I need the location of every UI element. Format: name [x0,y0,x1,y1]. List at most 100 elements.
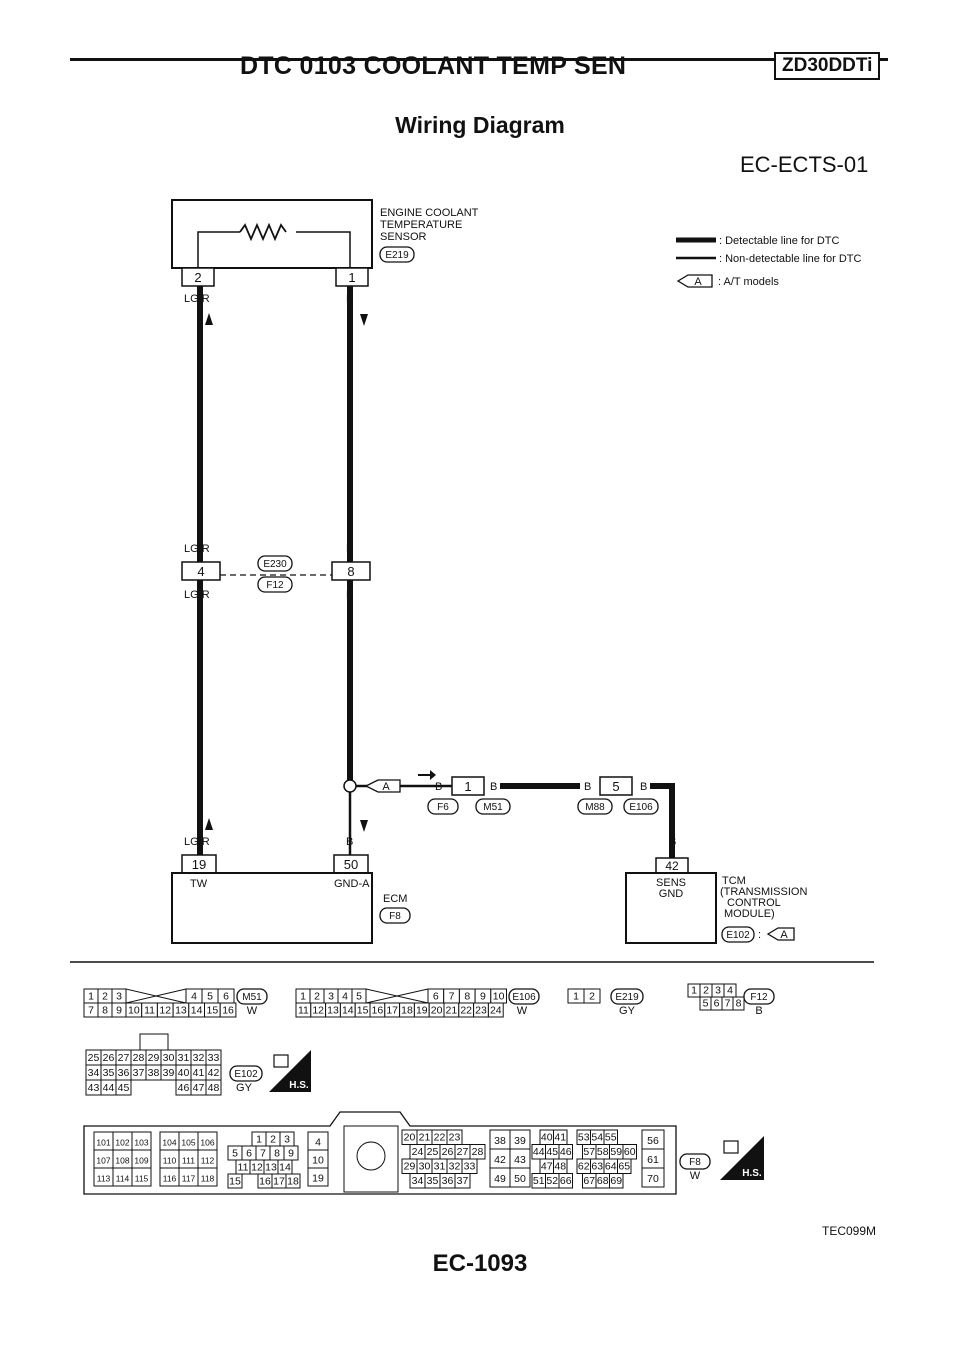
f8-pin: 117 [182,1173,196,1183]
f8-pin: 47 [541,1161,553,1173]
f8-pin: 101 [96,1137,110,1147]
m51-pin: 6 [223,990,229,1002]
legend-detectable: : Detectable line for DTC [719,235,839,247]
e102-pin: 33 [208,1052,220,1064]
f8-pin: 65 [618,1161,630,1173]
ecm-box [171,872,373,944]
f8-pin: 38 [494,1135,506,1147]
wire-label-b-joint-top: B [346,543,353,555]
m51-pin: 3 [116,990,122,1002]
f8-pin: 50 [514,1173,526,1185]
cv-m51-id: M51 [242,992,262,1003]
f8-pin: 113 [97,1173,111,1183]
f8-pin: 17 [273,1175,285,1187]
f8-pin: 115 [135,1173,149,1183]
e102-pin: 42 [208,1067,220,1079]
m51-pin: 8 [102,1004,108,1016]
ecm-label-tw: TW [190,878,208,890]
f8-pin: 33 [464,1161,476,1173]
wire-b-tcm [650,783,675,858]
f8-pin: 51 [533,1175,545,1187]
e106-pin: 14 [342,1004,354,1016]
m51-pin: 16 [222,1004,234,1016]
e102-pin: 47 [193,1082,205,1094]
page-header-title: DTC 0103 COOLANT TEMP SEN [240,52,627,80]
f8-pin: 106 [200,1137,214,1147]
splice-point [343,779,357,793]
e106-pin: 15 [357,1004,369,1016]
e106-pin: 16 [372,1004,384,1016]
f8-pin: 8 [274,1147,280,1159]
f8-pin: 58 [597,1146,609,1158]
e102-pin: 41 [193,1067,205,1079]
f8-pin: 114 [116,1173,130,1183]
tcm-at-letter: A [780,929,788,941]
f8-pin: 31 [434,1161,446,1173]
f8-pin: 61 [647,1154,659,1166]
e106-pin: 2 [314,990,320,1002]
arrow-down-icon-2 [360,820,368,832]
joint-pin-8: 8 [347,564,354,579]
e102-pin: 48 [208,1082,220,1094]
e106-pin: 11 [298,1004,309,1016]
e102-pin: 45 [118,1082,130,1094]
f12-pin: 2 [703,985,709,997]
diagram-id: EC-ECTS-01 [740,152,869,177]
f8-pin: 29 [404,1161,416,1173]
joint-connector-e230: E230 [263,559,287,570]
e106-pin: 23 [475,1004,487,1016]
e102-pin: 37 [133,1067,145,1079]
wire-label-b-branch-2: B [490,781,497,793]
cv-f12-id: F12 [750,992,768,1003]
branch-pin-1: 1 [464,779,471,794]
sensor-name-1: ENGINE COOLANT [380,207,479,219]
cv-m51-color: W [247,1005,258,1017]
e106-pin: 1 [300,990,306,1002]
m51-pin: 2 [102,990,108,1002]
m51-pin: 4 [191,990,197,1002]
page-number: EC-1093 [432,1250,528,1277]
legend-at-letter: A [694,276,702,288]
f8-pin: 21 [419,1132,431,1144]
f8-pin: 18 [287,1175,299,1187]
f8-pin: 103 [134,1137,148,1147]
arrow-down-icon [360,314,368,326]
f8-pin: 63 [591,1161,603,1173]
f8-pin: 14 [279,1161,291,1173]
f8-pin: 104 [162,1137,176,1147]
f8-pin: 67 [583,1175,595,1187]
ecm-connector-f8: F8 [389,911,401,922]
tcm-box [625,872,717,944]
f8-pin: 16 [259,1175,271,1187]
arrow-up-icon [205,313,213,325]
arrow-up-icon-2 [205,818,213,830]
f12-pin: 8 [736,998,742,1010]
m51-pin: 1 [88,990,94,1002]
e102-pin: 25 [88,1052,100,1064]
cv-e219-color: GY [619,1005,636,1017]
f8-pin: 20 [404,1132,416,1144]
e106-pin: 9 [480,990,486,1002]
f8-pin: 35 [427,1175,439,1187]
f8-pin: 6 [246,1147,252,1159]
e106-pin: 5 [356,990,362,1002]
f8-pin: 116 [163,1173,177,1183]
f8-pin: 36 [442,1175,454,1187]
m51-pin: 13 [175,1004,187,1016]
e102-pin: 26 [103,1052,115,1064]
f8-pin: 23 [449,1132,461,1144]
sensor-name-3: SENSOR [380,231,427,243]
e106-pin: 22 [460,1004,472,1016]
wire-label-b-branch-1: B [435,781,442,793]
hs-badge-e102: H.S. [268,1049,312,1093]
cv-e219-id: E219 [615,992,639,1003]
e106-pin: 19 [416,1004,428,1016]
f12-pin: 1 [691,985,697,997]
m51-pin: 5 [207,990,213,1002]
f8-pin: 102 [115,1137,129,1147]
cv-f8-color: W [690,1170,701,1182]
m51-pin: 7 [88,1004,94,1016]
f8-pin: 27 [457,1146,469,1158]
f12-pin: 6 [714,998,720,1010]
f8-pin: 22 [434,1132,446,1144]
